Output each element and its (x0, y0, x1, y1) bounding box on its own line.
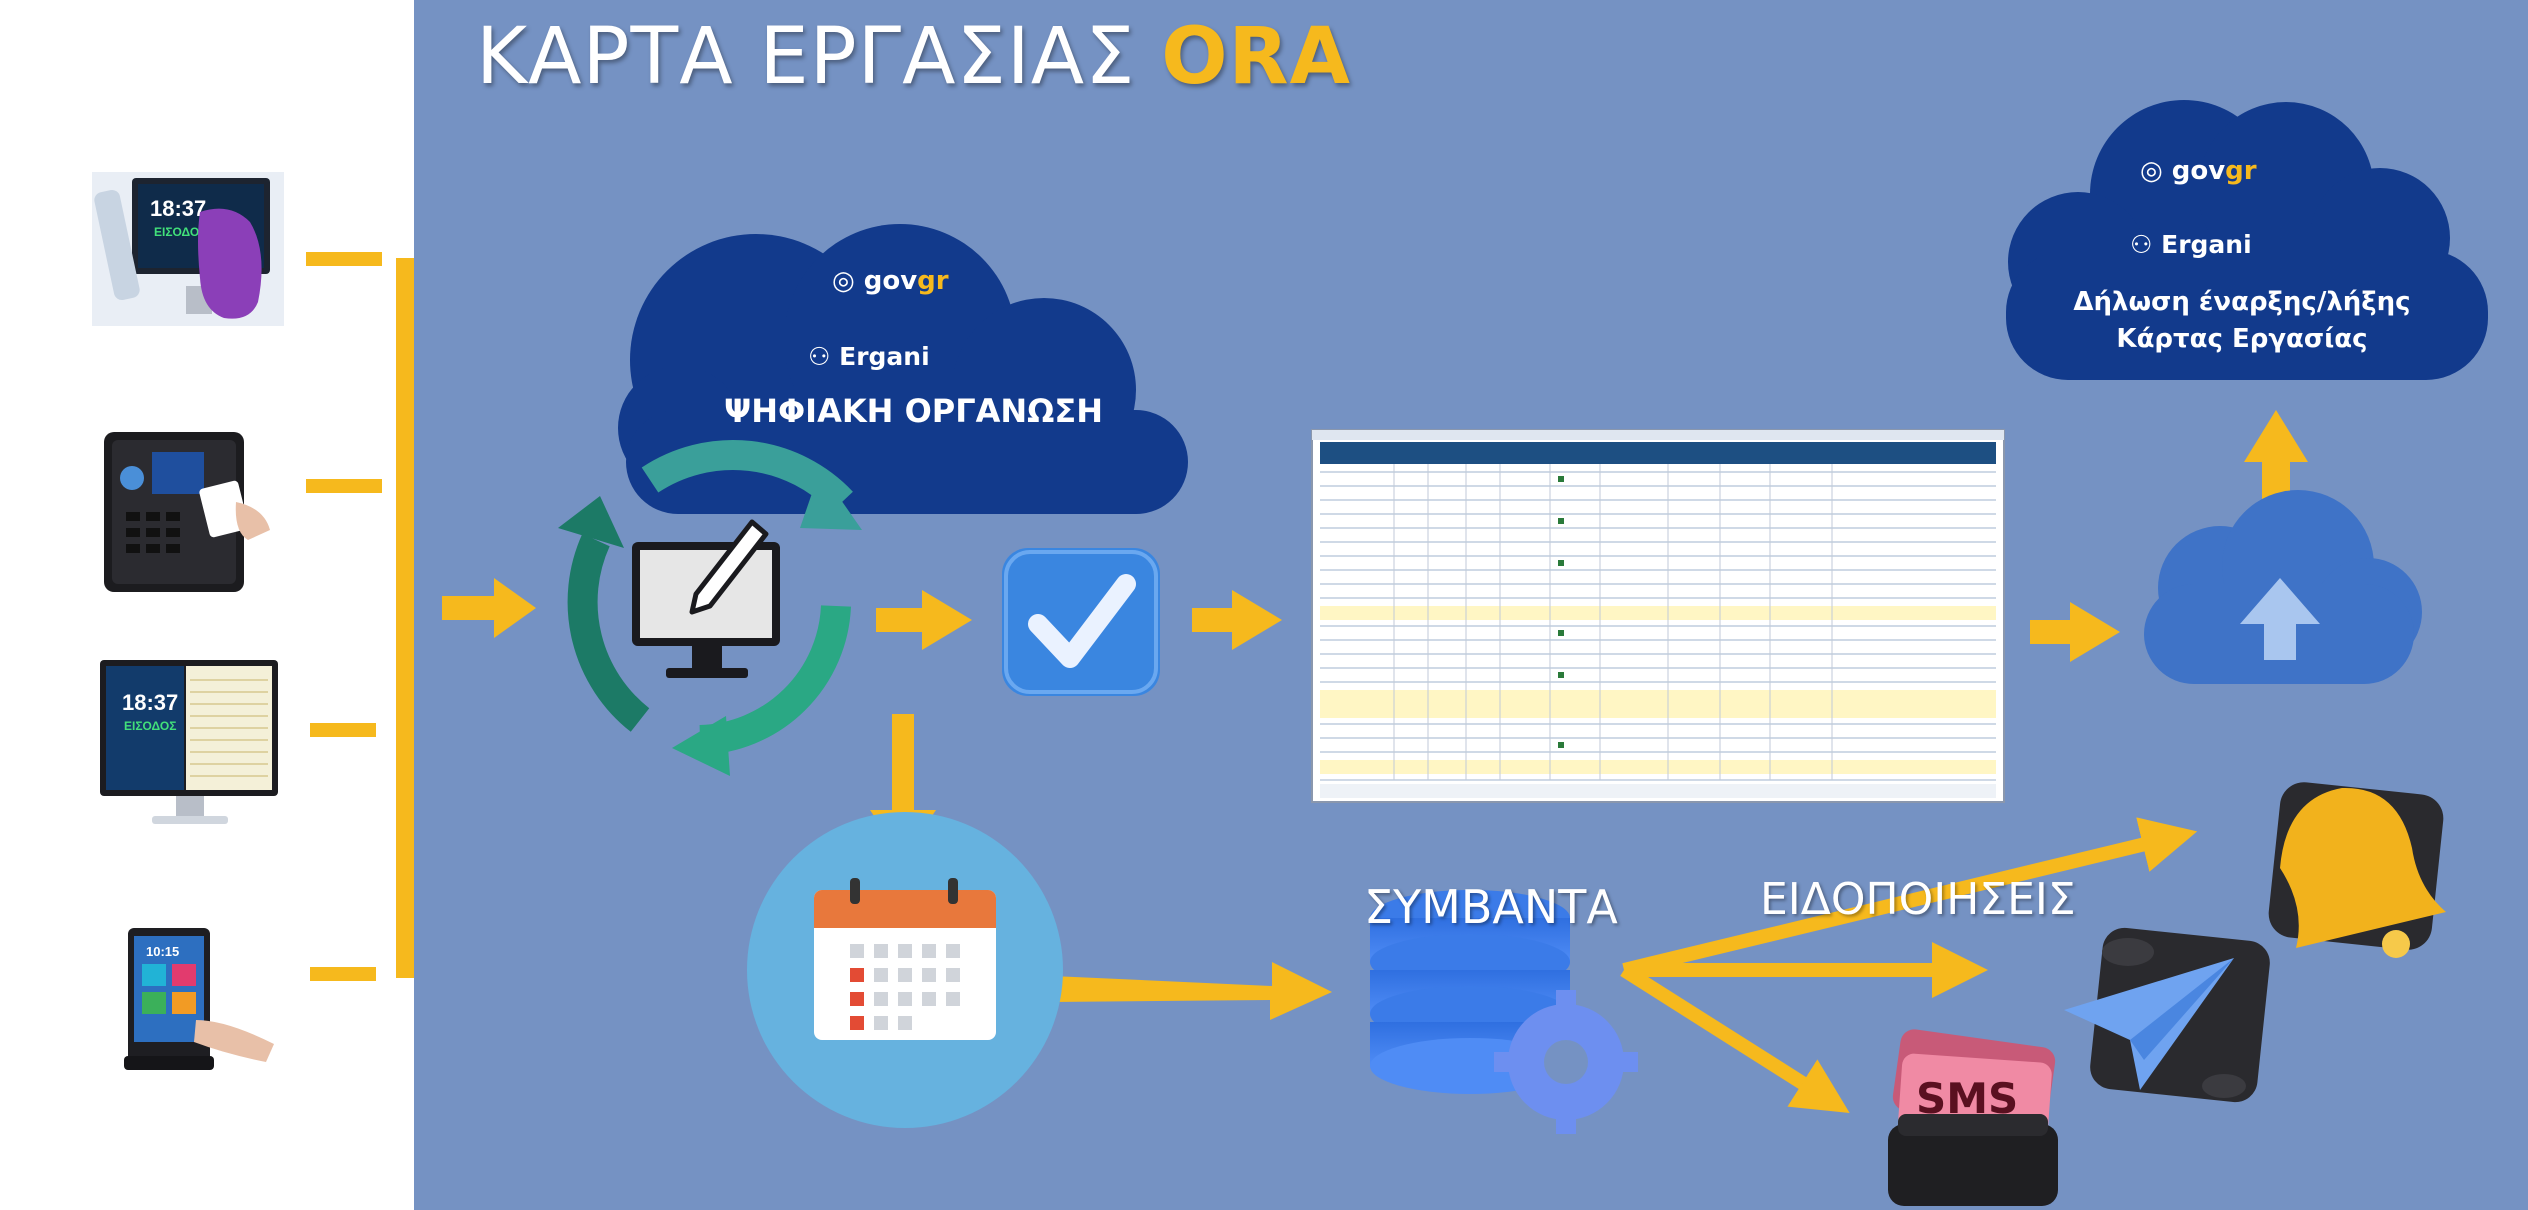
check-icon (1002, 548, 1160, 696)
sms-label: SMS (1916, 1074, 2019, 1123)
terminal-label: ΕΙΣΟΔΟΣ (124, 719, 176, 733)
terminal-time: 18:37 (150, 196, 206, 221)
calendar-icon (747, 812, 1063, 1128)
arrow-devices-to-system (442, 578, 536, 638)
fingerprint-terminal (104, 432, 270, 592)
notifications-label: ΕΙΔΟΠΟΙΗΣΕΙΣ (1760, 874, 2076, 925)
terminal-label: ΕΙΣΟΔΟΣ (154, 225, 206, 239)
digital-organization-label: ΨΗΦΙΑΚΗ ΟΡΓΑΝΩΣΗ (724, 392, 1103, 430)
arrow-system-to-check (876, 590, 972, 650)
device-connectors (306, 252, 414, 981)
database-gear-icon (1370, 890, 1638, 1134)
arrow-to-bell (1622, 817, 2198, 977)
terminal-time: 10:15 (146, 944, 179, 959)
govgr-logo: ◎ govgr (832, 266, 949, 296)
events-label: ΣΥΜΒΑΝΤΑ (1364, 880, 1618, 934)
sms-icon (1888, 1029, 2058, 1206)
ergani-cloud-left (618, 224, 1188, 514)
work-card-declaration-label: Δήλωση έναρξης/λήξης Κάρτας Εργασίας (2073, 287, 2411, 354)
computer-edit-icon (632, 519, 780, 678)
terminal-time: 18:37 (122, 690, 178, 715)
govgr-logo: ◎ govgr (2140, 156, 2257, 186)
arrow-check-to-table (1192, 590, 1282, 650)
spreadsheet-screenshot (1311, 429, 2005, 803)
tablet-terminal: 10:15 (124, 928, 274, 1070)
arrow-to-sms (1620, 964, 1850, 1113)
page-title: ΚΑΡΤΑ ΕΡΓΑΣΙΑΣ ORA (476, 12, 1351, 102)
ergani-logo: ⚇ Ergani (808, 342, 930, 371)
arrow-calendar-to-events (1052, 962, 1332, 1020)
card-reader-terminal: 18:37 ΕΙΣΟΔΟΣ (92, 172, 284, 326)
desktop-terminal: 18:37 ΕΙΣΟΔΟΣ (100, 660, 278, 824)
arrow-table-to-upload (2030, 602, 2120, 662)
ergani-logo: ⚇ Ergani (2130, 230, 2252, 259)
cloud-upload-icon (2144, 490, 2422, 684)
paper-plane-icon (2064, 927, 2270, 1103)
arrow-upload-to-cloud (2244, 410, 2308, 500)
bell-icon (2268, 782, 2446, 958)
ergani-cloud-right (2006, 100, 2488, 380)
